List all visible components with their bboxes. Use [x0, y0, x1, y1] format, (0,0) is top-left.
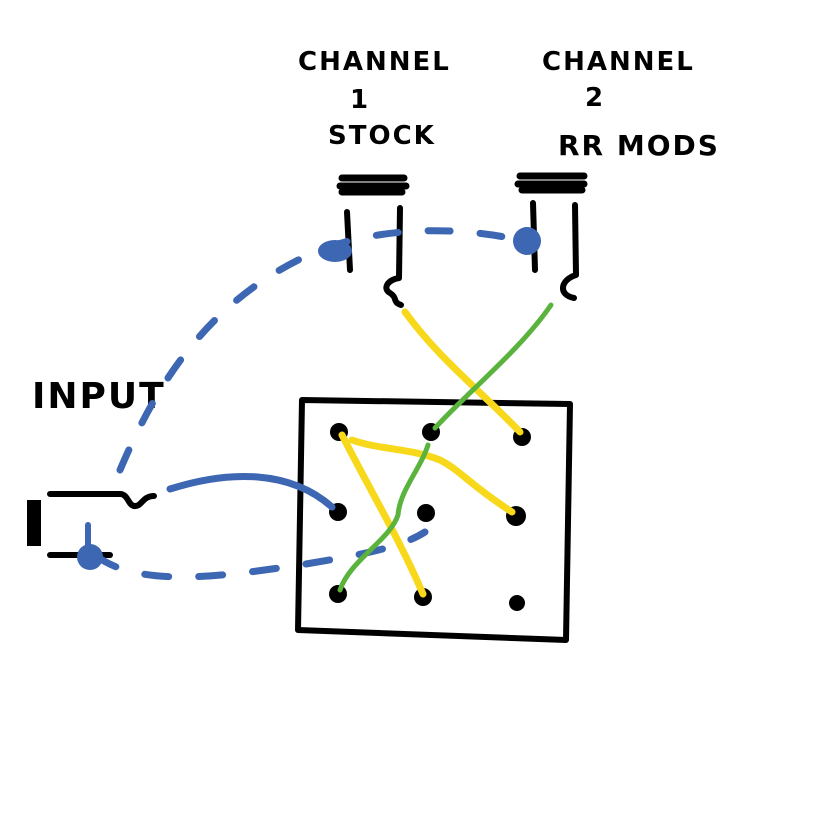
jack-channel-2-body	[514, 172, 588, 194]
jack-input-tip-lug	[47, 491, 157, 509]
channel-2-label: CHANNEL 2 RR MODS	[542, 47, 720, 162]
switch-outline	[295, 397, 573, 643]
jack-channel-1-body	[336, 174, 410, 196]
channel-2-number: 2	[585, 83, 605, 113]
jack-channel-1-tip-lug	[383, 205, 404, 308]
jack-input-body	[27, 500, 41, 546]
lug-r3c3	[509, 595, 525, 611]
channel-1-subtitle: STOCK	[328, 121, 436, 151]
wire-jumper-r1c2-r3c1	[337, 442, 431, 593]
wire-jumper-r1c1-r2c3	[348, 436, 516, 516]
solder-blob-channel-2-ground	[513, 227, 541, 255]
lug-r2c2	[417, 504, 435, 522]
switch-lugs	[329, 423, 531, 611]
channel-1-title: CHANNEL	[298, 47, 451, 77]
wire-ground-bus-bottom	[91, 528, 429, 581]
wires	[77, 227, 554, 598]
solder-blob-input-ground	[77, 544, 103, 570]
input-label: INPUT	[32, 376, 166, 417]
wire-channel-1-tip	[401, 308, 524, 436]
solder-blob-channel-1-ground	[318, 240, 352, 262]
channel-2-title: CHANNEL	[542, 47, 695, 77]
wire-jumper-r1c1-r3c2	[338, 431, 427, 598]
channel-1-number: 1	[350, 85, 370, 115]
wire-channel-2-tip	[432, 302, 554, 431]
switch	[295, 397, 573, 643]
channel-1-label: CHANNEL 1 STOCK	[298, 47, 451, 151]
wire-ground-bus-top	[116, 227, 524, 474]
jack-channel-2-tip-lug	[560, 202, 579, 301]
channel-2-subtitle: RR MODS	[558, 129, 720, 162]
lug-r3c1	[329, 585, 347, 603]
wire-input-signal	[166, 472, 336, 511]
